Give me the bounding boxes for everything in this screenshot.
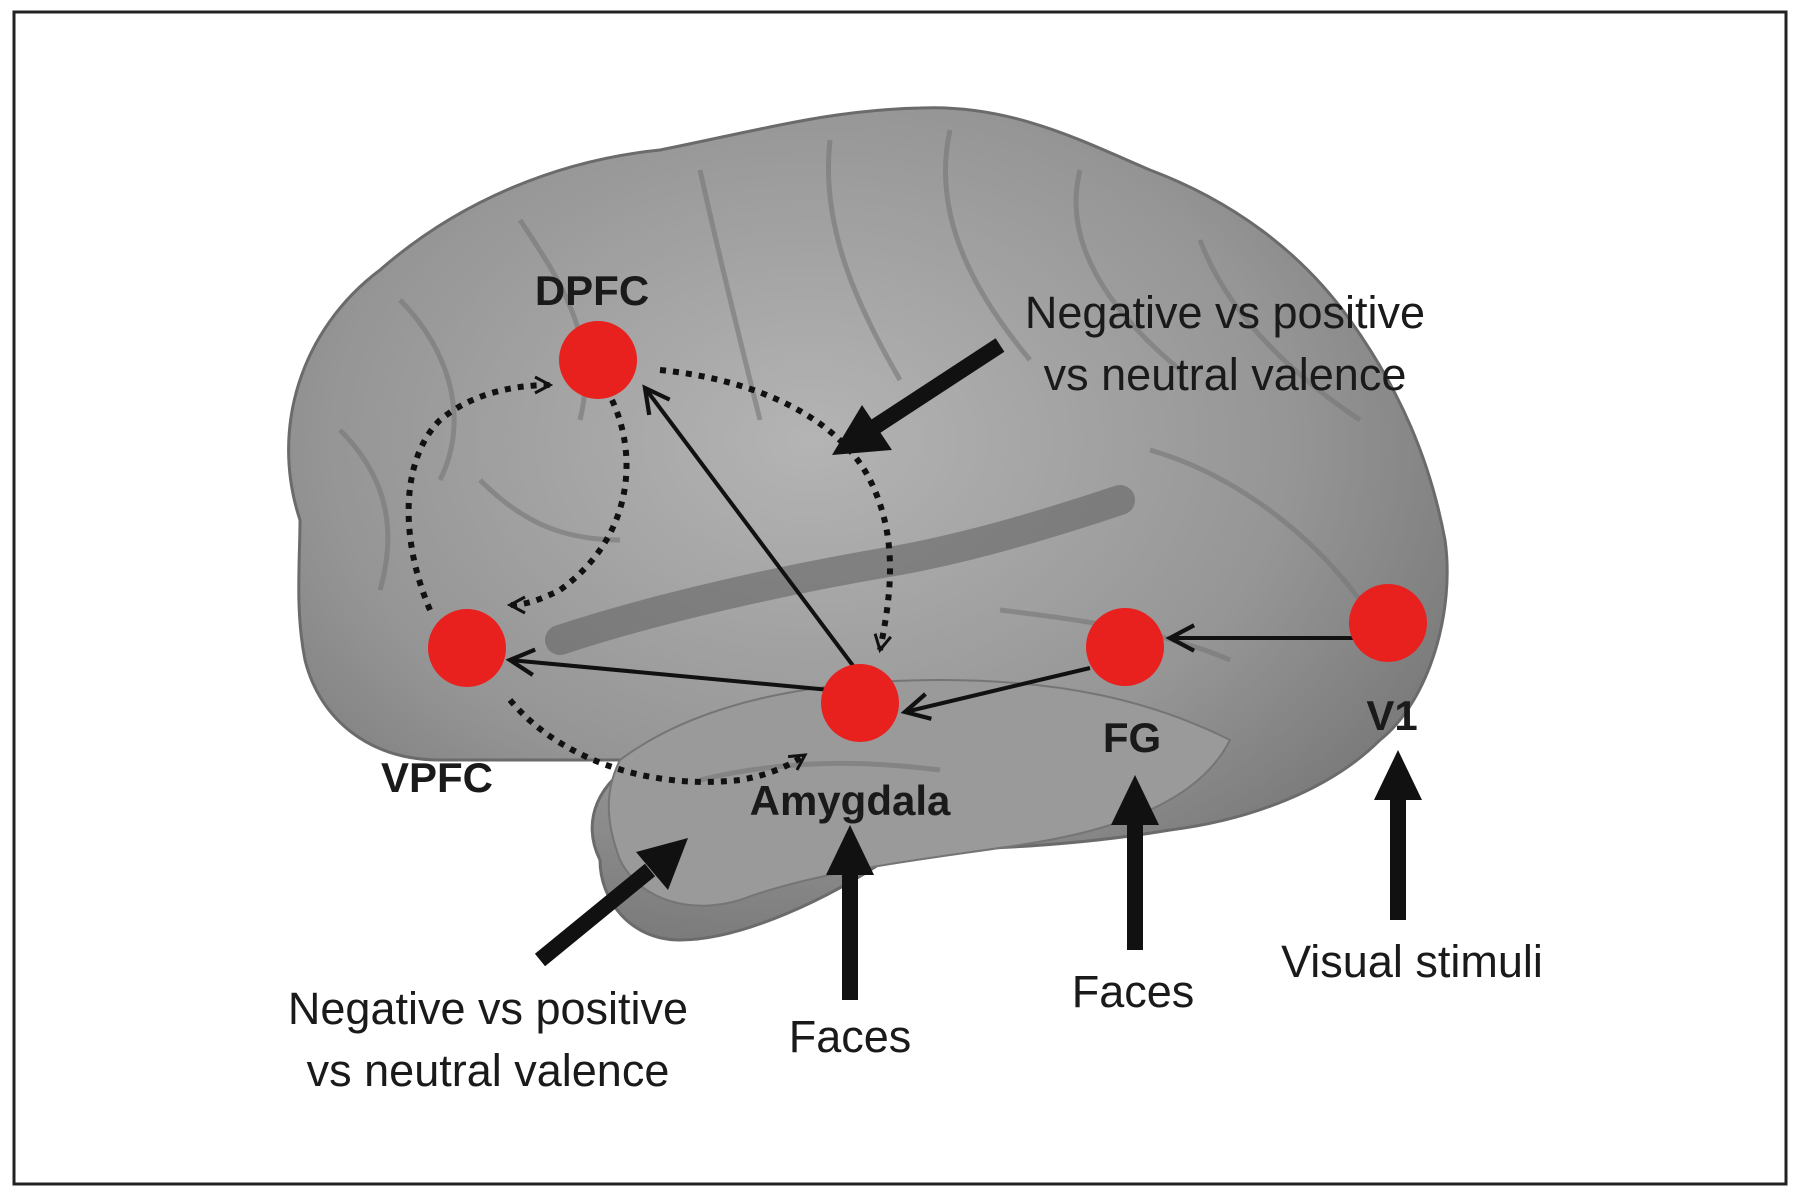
sylvian-fissure	[545, 485, 1135, 655]
amygdala-to-vpfc-arrow	[505, 647, 831, 692]
valence-bottom-label-line1: Negative vs positive	[288, 983, 688, 1034]
valence-top-arrow-shaft	[865, 338, 1005, 437]
faces-fg-label: Faces	[1072, 966, 1195, 1017]
vpfc-label: VPFC	[381, 754, 493, 801]
dpfc-node	[559, 321, 637, 399]
valence-bottom-label-line2: vs neutral valence	[307, 1045, 670, 1096]
fg-to-amygdala-arrow	[900, 666, 1091, 721]
amygdala-node	[821, 664, 899, 742]
amygdala-to-dpfc-arrow	[642, 384, 862, 677]
amygdala-label: Amygdala	[750, 777, 951, 824]
valence-top-arrowhead	[832, 405, 892, 455]
v1-label: V1	[1366, 692, 1417, 739]
dpfc-to-amygdala-dotted	[659, 367, 893, 650]
vpfc-node	[428, 609, 506, 687]
sulci	[338, 129, 1362, 783]
dpfc-label: DPFC	[535, 267, 649, 314]
visual-stimuli-label: Visual stimuli	[1281, 936, 1543, 987]
fg-label: FG	[1103, 714, 1161, 761]
visual-stimuli-arrowhead	[1374, 750, 1422, 800]
valence-top-label-line2: vs neutral valence	[1044, 349, 1407, 400]
region-nodes	[428, 321, 1427, 742]
figure-frame	[12, 10, 1788, 1186]
vpfc-to-amygdala-dotted	[507, 698, 805, 785]
solid-connections	[505, 384, 1360, 721]
v1-node	[1349, 584, 1427, 662]
valence-top-label-line1: Negative vs positive	[1025, 287, 1425, 338]
faces-amygdala-label: Faces	[789, 1011, 912, 1062]
fg-node	[1086, 608, 1164, 686]
dotted-connections	[405, 367, 893, 785]
brain-image	[287, 106, 1449, 942]
valence-bottom-arrowhead	[636, 838, 688, 890]
valence-bottom-arrow-shaft	[534, 863, 656, 967]
vpfc-to-dpfc-dotted	[405, 385, 550, 612]
faces-amygdala-arrowhead	[826, 825, 874, 875]
faces-fg-arrowhead	[1111, 775, 1159, 825]
input-arrows	[534, 338, 1422, 1000]
temporal-lobe	[607, 678, 1232, 907]
